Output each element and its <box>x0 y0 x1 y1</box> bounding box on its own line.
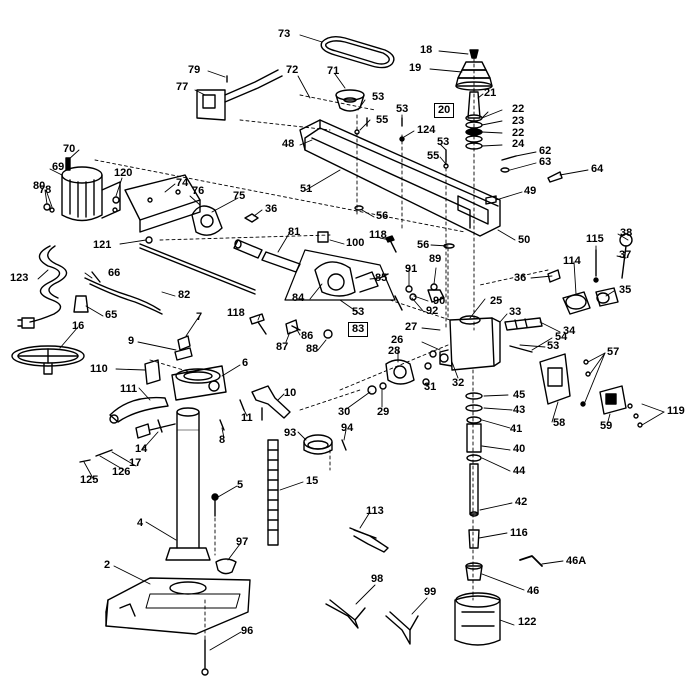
shaft-tubes-part-81 <box>233 239 301 273</box>
feed-hub-parts-26-32 <box>385 350 437 386</box>
ring-part-93 <box>303 434 333 455</box>
clamp-part-97 <box>215 558 237 575</box>
small-parts-62-64 <box>485 155 563 205</box>
screws-part-53-55 <box>354 117 449 169</box>
spindle-pulley-part-19 <box>455 49 493 91</box>
pins-part-7-9 <box>174 335 193 361</box>
rack-part-15 <box>267 439 279 546</box>
small-parts-78-121 <box>43 196 153 244</box>
parts-94-113 <box>341 439 389 553</box>
assembly-dash-lines <box>94 57 549 641</box>
small-parts-29-30 <box>367 382 387 395</box>
spindle-column-parts-40-45 <box>465 392 483 517</box>
wrenches-part-98-99 <box>325 599 419 645</box>
bolt-part-118a <box>385 235 397 253</box>
rod-part-82 <box>139 243 256 295</box>
small-parts-86-88 <box>285 319 333 339</box>
switch-bracket-part-77 <box>196 69 283 121</box>
wires-part-66 <box>84 271 163 315</box>
cap-part-65 <box>73 295 89 313</box>
bolt-part-96 <box>201 639 209 676</box>
small-pins-part-8-11 <box>219 399 245 431</box>
handwheel-part-16 <box>11 345 85 375</box>
belt-guard-part-48 <box>299 119 501 237</box>
belt-part-73 <box>320 35 395 69</box>
nut-part-36a <box>244 213 259 223</box>
motor-part-69 <box>61 157 121 222</box>
head-casting-part-25 <box>439 315 501 371</box>
switch-part-59 <box>599 385 643 428</box>
table-bracket-part-6 <box>171 365 227 401</box>
chuck-parts-46-122 <box>454 529 543 646</box>
column-part-4 <box>165 407 211 561</box>
crank-parts-110-111 <box>109 359 169 424</box>
bolts-parts-14-126 <box>79 419 176 463</box>
motor-pulley-part-71 <box>335 89 365 112</box>
cover-plate-part-58 <box>539 353 591 407</box>
bracket-assembly-part-84 <box>284 249 396 301</box>
leader-lines <box>37 34 665 651</box>
pin-part-54 <box>509 345 533 353</box>
knob-sleeve-parts-35-115 <box>547 233 633 315</box>
square-nut-part-100 <box>317 231 329 243</box>
bolt-part-118b <box>249 313 267 335</box>
handle-part-10 <box>251 385 291 421</box>
motor-bracket-part-74 <box>124 174 201 233</box>
power-cord-part-123 <box>17 245 68 329</box>
bracket-casting-part-75 <box>191 205 223 236</box>
bolt-part-5 <box>211 493 219 517</box>
shaft-part-33-34 <box>504 317 543 331</box>
base-part-2 <box>105 577 251 635</box>
